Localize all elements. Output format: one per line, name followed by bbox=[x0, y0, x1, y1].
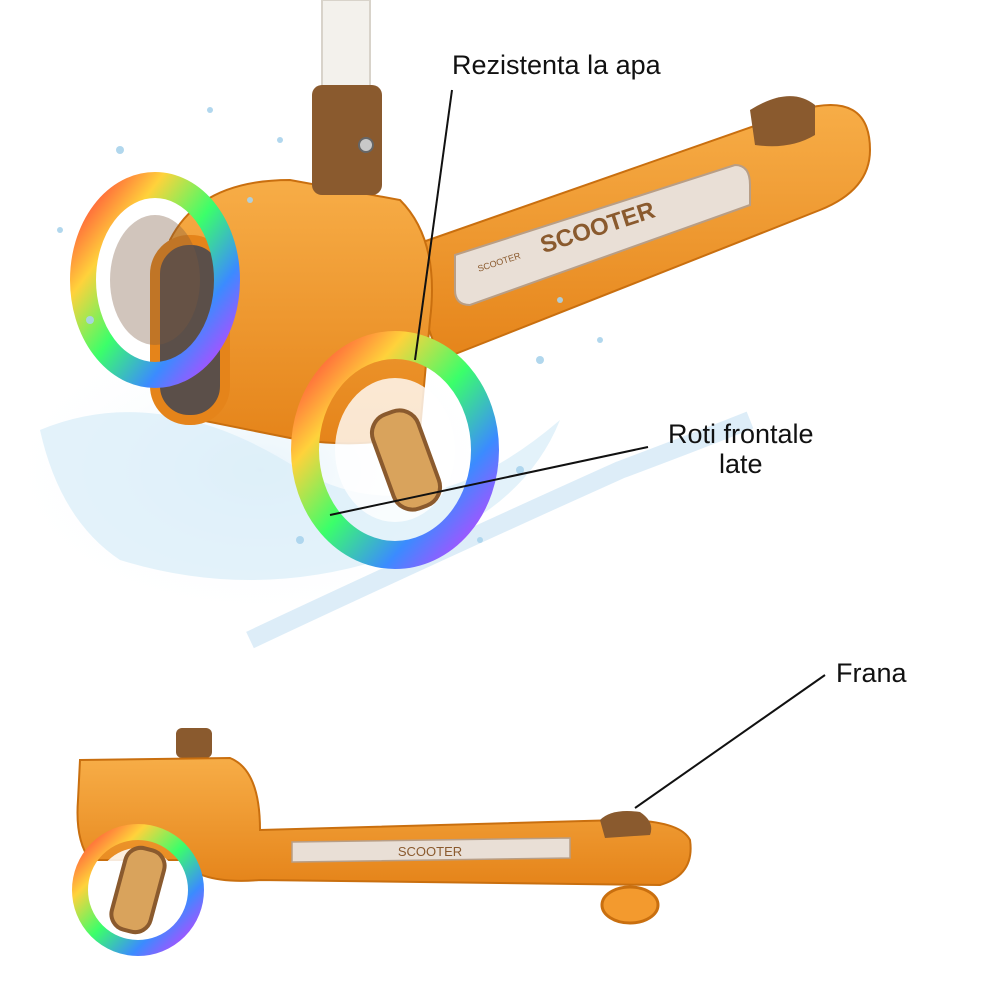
side-stem bbox=[176, 728, 212, 758]
steering-stem bbox=[321, 0, 371, 101]
side-deck-brand-text: SCOOTER bbox=[398, 844, 462, 859]
scooter-sideview: SCOOTER bbox=[72, 728, 692, 956]
side-deck-plate bbox=[291, 837, 571, 863]
side-front-led-wheel bbox=[72, 824, 204, 956]
brake-label: Frana bbox=[836, 658, 907, 688]
stem-clamp bbox=[312, 85, 382, 195]
clamp-screw bbox=[358, 137, 374, 153]
brake-callout-line bbox=[634, 674, 826, 809]
scooter-closeup: SCOOTER SCOOTER bbox=[0, 0, 872, 649]
wheel-hub bbox=[369, 408, 443, 512]
water-resistance-label: Rezistenta la apa bbox=[452, 50, 661, 80]
right-led-wheel bbox=[291, 331, 499, 569]
side-rear-wheel bbox=[600, 885, 660, 925]
deck-plate bbox=[454, 163, 751, 307]
water-callout-line bbox=[414, 89, 453, 361]
wide-front-wheels-label-line2: late bbox=[719, 449, 763, 479]
wheels-callout-line bbox=[329, 446, 649, 516]
side-rear-brake bbox=[600, 811, 652, 838]
water-stream bbox=[246, 411, 754, 649]
rear-brake bbox=[750, 96, 815, 147]
left-led-wheel bbox=[70, 172, 240, 388]
wide-front-wheels-label-line1: Roti frontale bbox=[668, 419, 814, 449]
wide-front-wheels-label: Roti frontale late bbox=[668, 419, 814, 479]
water-droplets bbox=[57, 107, 603, 544]
side-wheel-hub bbox=[109, 845, 167, 935]
